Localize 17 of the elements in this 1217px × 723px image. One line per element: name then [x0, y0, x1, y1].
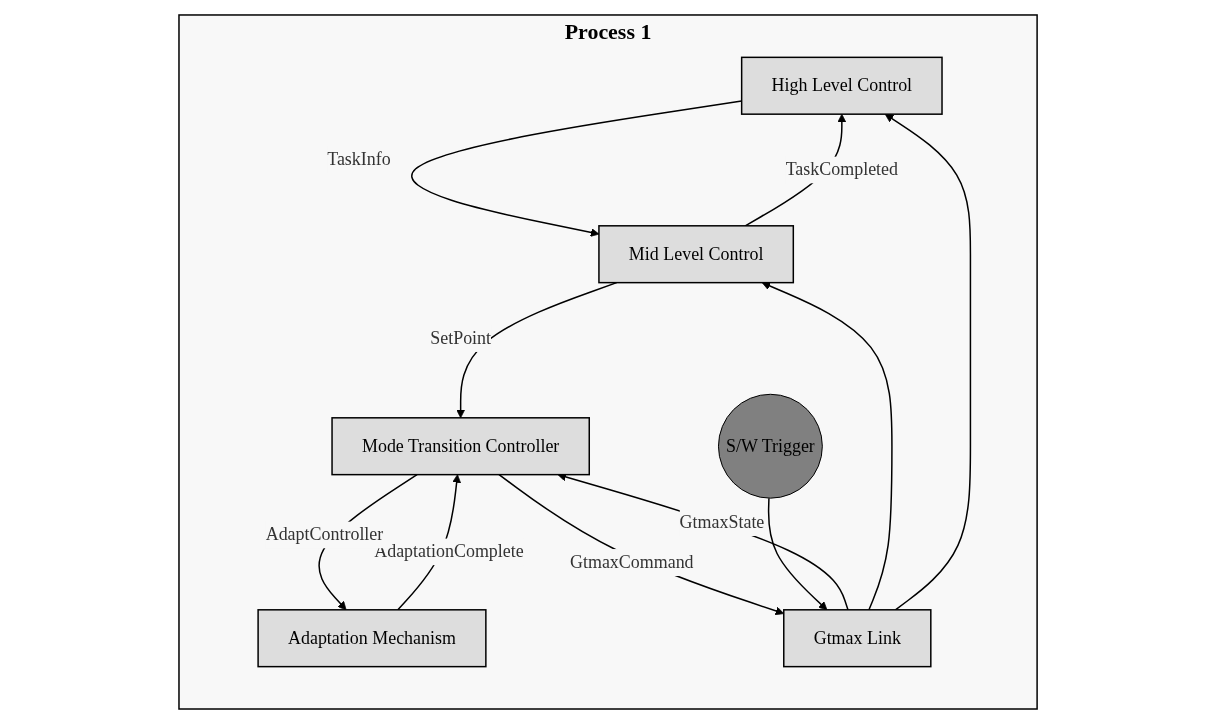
arrow: [762, 281, 894, 611]
edge-label: TaskInfo: [327, 148, 392, 169]
node-circle: S/W Trigger: [718, 393, 824, 499]
node-box: Adaptation Mechanism: [257, 608, 488, 667]
arrow: [411, 99, 743, 237]
arrow: [498, 473, 785, 615]
edge-label: GtmaxCommand: [570, 551, 695, 572]
edge-label: TaskCompleted: [786, 159, 899, 179]
edge-label: SetPoint: [430, 327, 492, 348]
edge-label: GtmaxState: [680, 511, 765, 532]
node-box: Mid Level Control: [598, 224, 795, 283]
node-box: High Level Control: [741, 56, 944, 115]
arrow: [885, 113, 972, 611]
node-box: Mode Transition Controller: [331, 416, 591, 475]
arrow: [768, 496, 828, 610]
node-box: Gtmax Link: [783, 608, 932, 667]
arrow: [456, 281, 618, 418]
